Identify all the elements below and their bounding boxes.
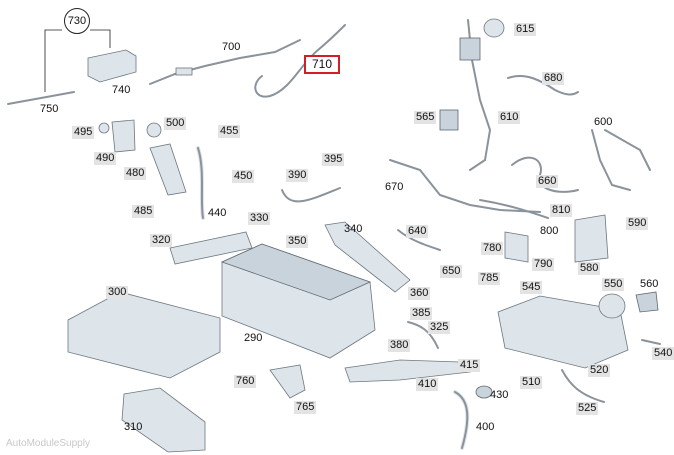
- callout-730: 730: [64, 8, 90, 34]
- cable-390: [281, 187, 341, 203]
- callout-400: 400: [476, 421, 495, 433]
- part-765: [269, 364, 306, 399]
- callout-785: 785: [478, 272, 501, 285]
- hose-400-outline: [454, 391, 469, 449]
- callout-455: 455: [218, 125, 241, 138]
- callout-580: 580: [578, 262, 601, 275]
- callout-395: 395: [322, 153, 345, 166]
- callout-615: 615: [514, 23, 537, 36]
- watermark: AutoModuleSupply: [6, 438, 90, 449]
- part-565: [439, 109, 459, 131]
- callout-560: 560: [640, 278, 659, 290]
- part-495: [98, 122, 110, 134]
- cable-680: [507, 74, 579, 96]
- callout-490: 490: [94, 152, 117, 165]
- callout-510: 510: [520, 376, 543, 389]
- battery-top: [220, 243, 372, 301]
- callout-640: 640: [406, 225, 429, 238]
- connector: [459, 37, 481, 61]
- callout-495: 495: [72, 126, 95, 139]
- callout-330: 330: [248, 212, 271, 225]
- part-490: [111, 119, 136, 153]
- callout-300: 300: [106, 286, 129, 299]
- callout-550: 550: [602, 278, 625, 291]
- part-500: [146, 122, 162, 138]
- callout-610: 610: [498, 111, 521, 124]
- callout-650: 650: [440, 265, 463, 278]
- callout-590: 590: [626, 217, 649, 230]
- callout-340: 340: [344, 223, 363, 235]
- cable-525: [561, 369, 605, 403]
- hose-400: [453, 390, 470, 450]
- part-310: [121, 387, 206, 453]
- part-780: [504, 231, 529, 263]
- callout-760: 760: [234, 375, 257, 388]
- part-580: [574, 214, 609, 263]
- callout-350: 350: [286, 235, 309, 248]
- rod-750: [7, 91, 75, 105]
- callout-385: 385: [410, 307, 433, 320]
- callout-485: 485: [132, 205, 155, 218]
- callout-520: 520: [588, 364, 611, 377]
- callout-325: 325: [428, 321, 451, 334]
- connector: [175, 67, 193, 76]
- callout-700: 700: [222, 41, 241, 53]
- callout-410: 410: [416, 378, 439, 391]
- part-320: [169, 231, 253, 265]
- callout-710-highlighted: 710: [304, 55, 341, 74]
- cable-640: [397, 229, 441, 251]
- callout-310: 310: [124, 421, 143, 433]
- callout-600: 600: [594, 116, 613, 128]
- rail: [344, 359, 471, 383]
- callout-360: 360: [408, 287, 431, 300]
- part-300: [67, 291, 221, 379]
- callout-680: 680: [542, 72, 565, 85]
- part-615: [483, 18, 505, 38]
- callout-390: 390: [286, 169, 309, 182]
- cable-700: [149, 39, 301, 85]
- callout-750: 750: [40, 103, 59, 115]
- callout-415: 415: [458, 359, 481, 372]
- part-550: [598, 293, 626, 319]
- callout-790: 790: [532, 258, 555, 271]
- part-540: [641, 339, 661, 345]
- part-480: [149, 143, 187, 196]
- callout-500: 500: [164, 117, 187, 130]
- cable-710: [254, 24, 346, 98]
- leader-line: [90, 29, 111, 48]
- harness-670: [389, 159, 541, 213]
- callout-740: 740: [112, 84, 131, 96]
- callout-810: 810: [550, 204, 573, 217]
- callout-525: 525: [576, 402, 599, 415]
- cable-800: [479, 199, 549, 219]
- callout-660: 660: [536, 175, 559, 188]
- harness-600: [591, 129, 651, 191]
- callout-450: 450: [232, 170, 255, 183]
- callout-290: 290: [244, 332, 263, 344]
- hose-440-outline: [197, 147, 204, 219]
- callout-800: 800: [540, 225, 559, 237]
- part-560: [635, 291, 659, 313]
- cable-380: [407, 321, 439, 349]
- callout-765: 765: [294, 401, 317, 414]
- callout-440: 440: [208, 207, 227, 219]
- part-340: [324, 221, 411, 293]
- part-430: [475, 385, 493, 399]
- callout-670: 670: [385, 181, 404, 193]
- callout-545: 545: [520, 281, 543, 294]
- callout-320: 320: [150, 234, 173, 247]
- part-740: [87, 49, 137, 83]
- callout-540: 540: [652, 347, 674, 360]
- callout-430: 430: [490, 389, 509, 401]
- leader-line: [44, 29, 62, 92]
- part-520: [497, 295, 629, 369]
- callout-565: 565: [414, 111, 437, 124]
- callout-380: 380: [388, 339, 411, 352]
- callout-780: 780: [481, 242, 504, 255]
- callout-480: 480: [124, 167, 147, 180]
